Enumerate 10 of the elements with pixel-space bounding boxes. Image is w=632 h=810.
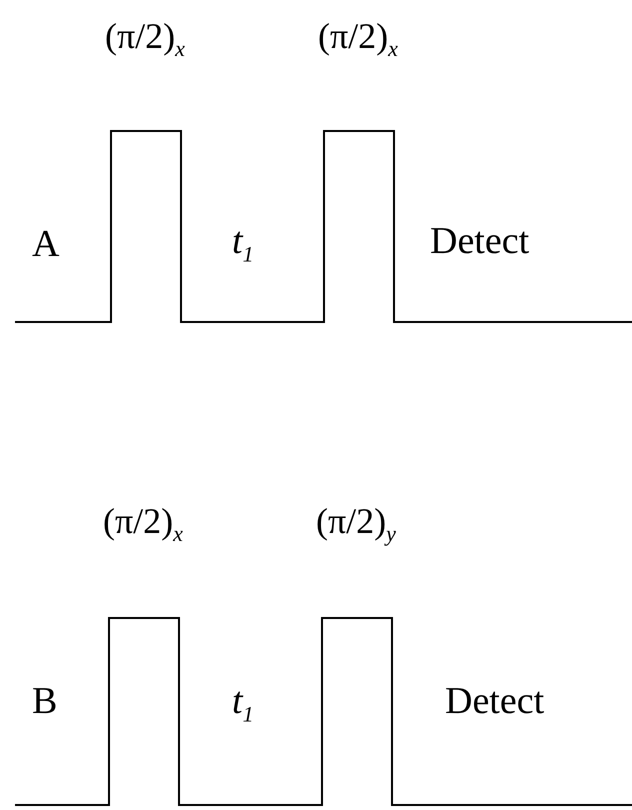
- pulse-label: (π/2)$_{y}$: [316, 503, 396, 546]
- detection-label: Detect: [445, 682, 544, 720]
- pulse-label: (π/2)$_{x}$: [103, 503, 183, 546]
- detection-label: Detect: [430, 222, 530, 260]
- pulse-label: (π/2)$_{x}$: [318, 18, 398, 60]
- pulse-label: (π/2)$_{x}$: [105, 18, 185, 60]
- sequence-label: B: [32, 682, 58, 720]
- delay-label: t$_{1}$: [232, 222, 254, 266]
- delay-label: t$_{1}$: [232, 682, 254, 726]
- sequence-label: A: [32, 225, 60, 263]
